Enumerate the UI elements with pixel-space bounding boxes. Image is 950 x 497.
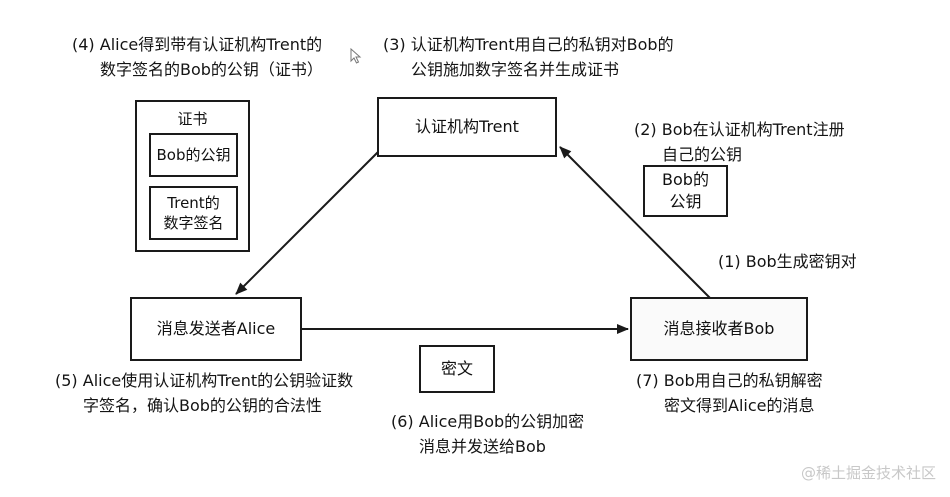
step-2-note: (2) Bob在认证机构Trent注册 自己的公钥 <box>634 118 845 168</box>
trent-node: 认证机构Trent <box>377 97 557 157</box>
certificate-signature-line-2: 数字签名 <box>163 214 224 232</box>
step-7-note: (7) Bob用自己的私钥解密 密文得到Alice的消息 <box>636 369 823 419</box>
step-7-line-2: 密文得到Alice的消息 <box>664 395 815 415</box>
bob-public-key-box: Bob的 公钥 <box>643 165 728 217</box>
step-2-line-1: (2) Bob在认证机构Trent注册 <box>634 120 845 139</box>
step-5-note: (5) Alice使用认证机构Trent的公钥验证数 字签名，确认Bob的公钥的… <box>55 369 353 419</box>
alice-node: 消息发送者Alice <box>130 297 302 361</box>
step-5-line-2: 字签名，确认Bob的公钥的合法性 <box>83 395 322 415</box>
step-4-line-2: 数字签名的Bob的公钥（证书） <box>100 59 323 79</box>
arrow-trent-to-alice <box>235 151 379 295</box>
trent-node-label: 认证机构Trent <box>415 117 519 137</box>
certificate-box: 证书 Bob的公钥 Trent的 数字签名 <box>135 100 250 252</box>
bob-node-label: 消息接收者Bob <box>663 319 775 339</box>
step-6-note: (6) Alice用Bob的公钥加密 消息并发送给Bob <box>391 410 584 460</box>
mouse-cursor-icon <box>350 48 362 64</box>
step-6-line-1: (6) Alice用Bob的公钥加密 <box>391 412 585 431</box>
step-5-line-1: (5) Alice使用认证机构Trent的公钥验证数 <box>55 371 354 390</box>
step-2-line-2: 自己的公钥 <box>662 144 743 164</box>
bob-public-key-line-1: Bob的 <box>662 170 709 190</box>
bob-public-key-line-2: 公钥 <box>669 192 702 211</box>
watermark: @稀土掘金技术社区 <box>800 464 936 482</box>
step-4-note: (4) Alice得到带有认证机构Trent的 数字签名的Bob的公钥（证书） <box>72 33 323 83</box>
step-3-line-1: (3) 认证机构Trent用自己的私钥对Bob的 <box>383 35 674 54</box>
arrow-bob-to-trent <box>559 146 711 299</box>
ciphertext-box: 密文 <box>419 345 495 393</box>
step-3-line-2: 公钥施加数字签名并生成证书 <box>411 59 620 79</box>
certificate-public-key-label: Bob的公钥 <box>156 145 231 164</box>
certificate-signature: Trent的 数字签名 <box>149 186 238 240</box>
ciphertext-label: 密文 <box>440 359 473 379</box>
step-1-line-1: (1) Bob生成密钥对 <box>718 252 857 271</box>
certificate-public-key: Bob的公钥 <box>149 133 238 177</box>
bob-node: 消息接收者Bob <box>630 297 808 361</box>
step-6-line-2: 消息并发送给Bob <box>419 436 546 456</box>
step-3-note: (3) 认证机构Trent用自己的私钥对Bob的 公钥施加数字签名并生成证书 <box>383 33 674 83</box>
certificate-signature-line-1: Trent的 <box>167 193 220 212</box>
alice-node-label: 消息发送者Alice <box>156 319 276 339</box>
certificate-title: 证书 <box>177 110 208 128</box>
step-7-line-1: (7) Bob用自己的私钥解密 <box>636 371 823 390</box>
step-4-line-1: (4) Alice得到带有认证机构Trent的 <box>72 35 323 54</box>
step-1-note: (1) Bob生成密钥对 <box>718 250 857 275</box>
